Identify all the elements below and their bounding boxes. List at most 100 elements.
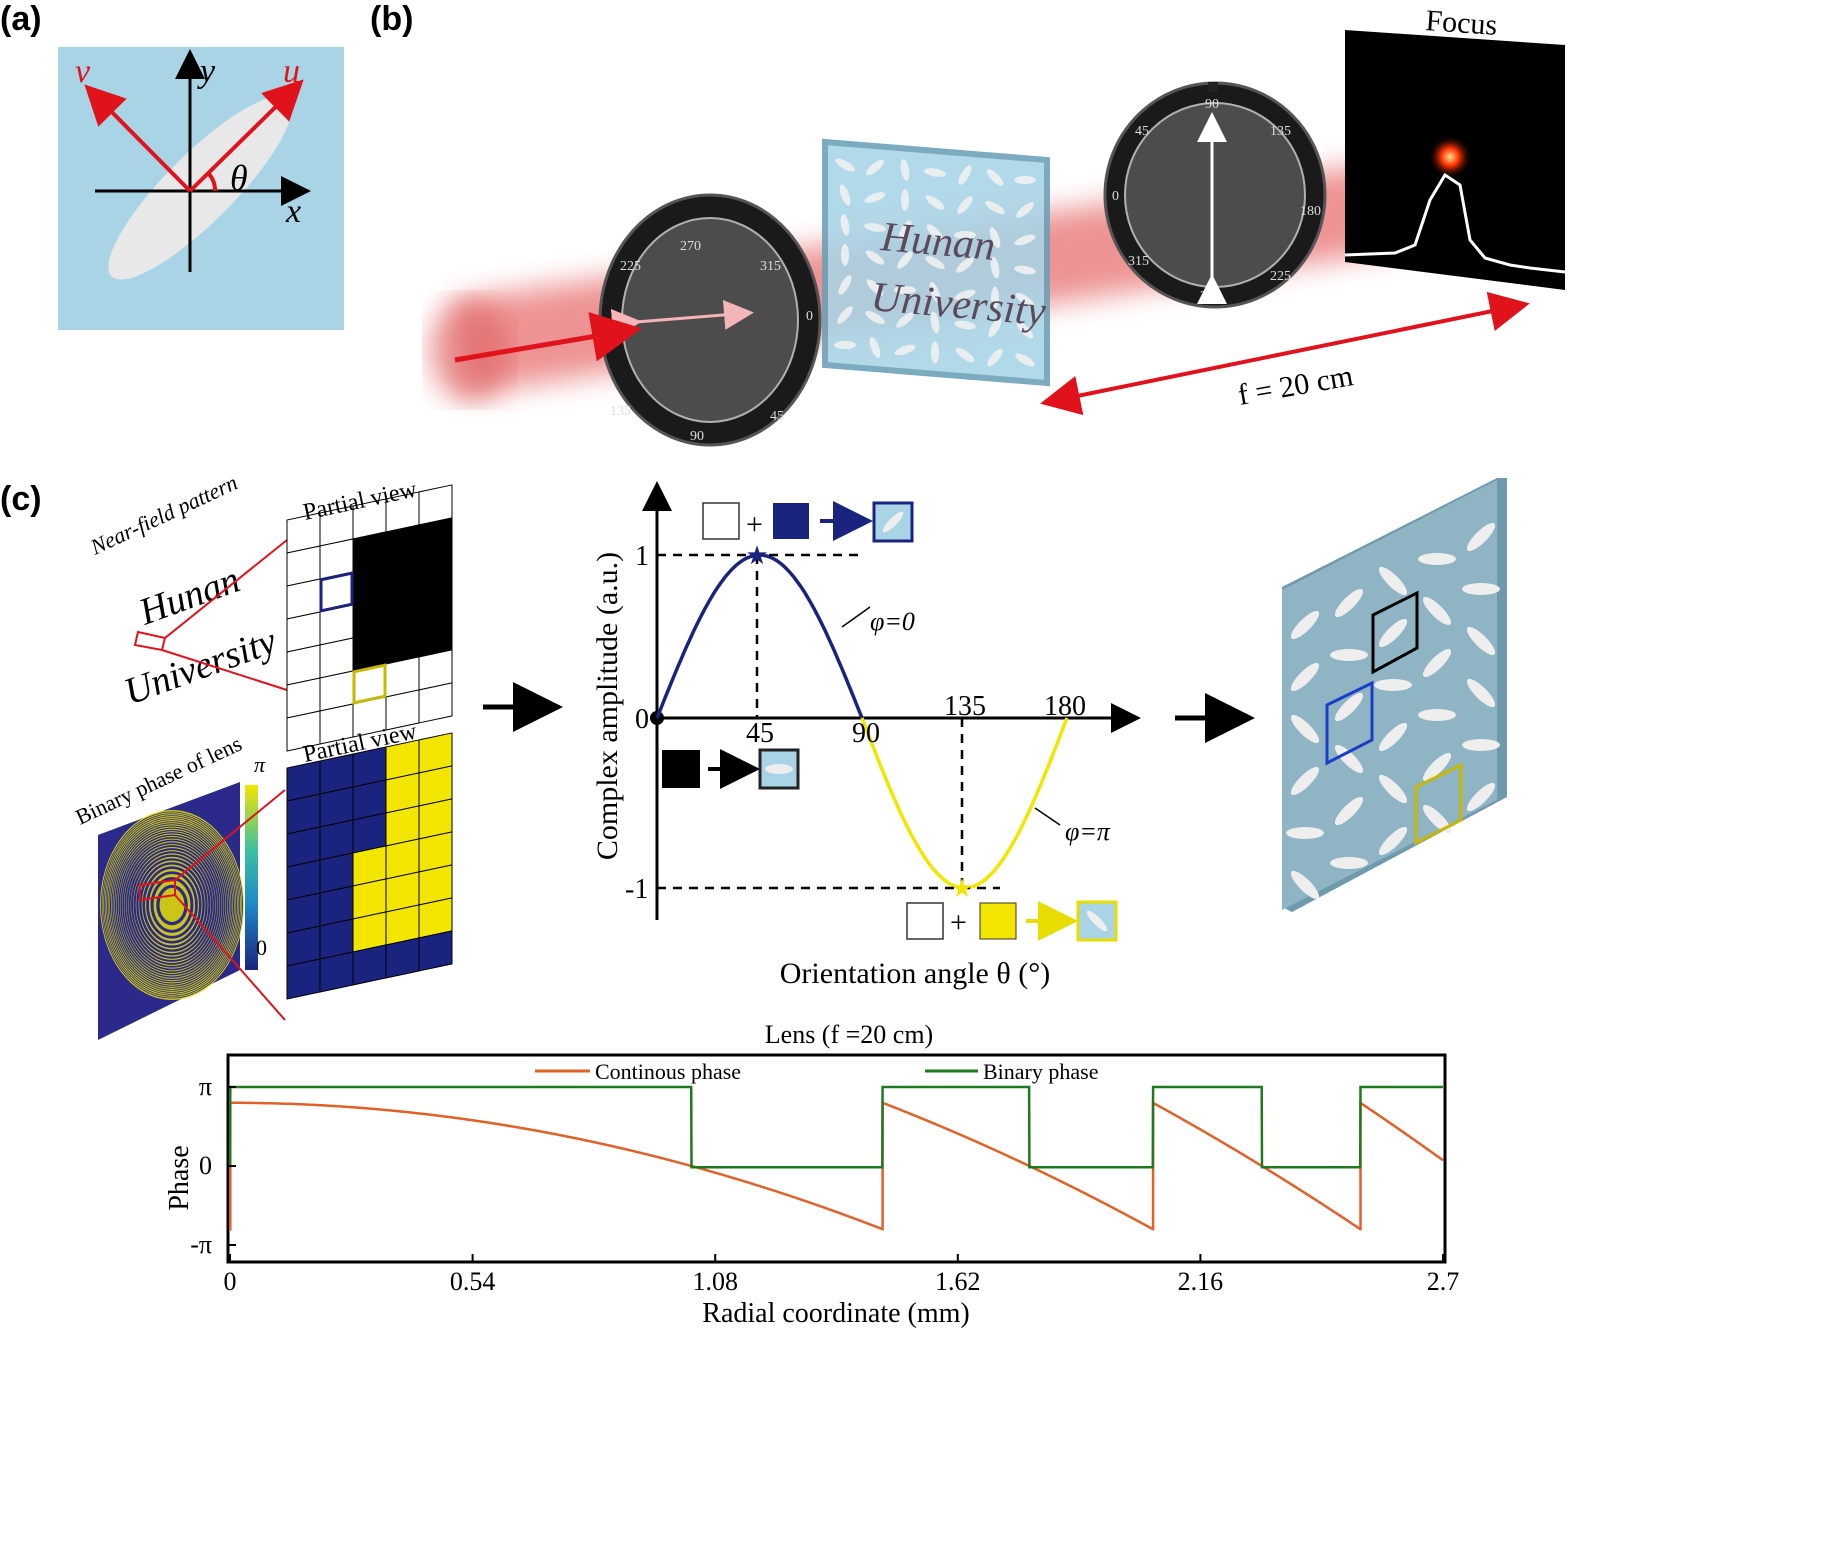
board-brick: [954, 231, 976, 239]
lens-ring: [150, 877, 194, 933]
grid-highlight-blue: [319, 571, 354, 613]
chart-xtick-label: 1.62: [935, 1267, 981, 1296]
board-text-hunan: Hunan: [878, 214, 997, 270]
lens-ring: [133, 854, 211, 956]
board-brick: [1014, 234, 1036, 246]
meta-brick: [1290, 662, 1320, 692]
board-brick: [840, 214, 850, 236]
polarizer-dial-1: 270 225 315 180 0 135 45 90: [598, 193, 822, 447]
lens-ring: [156, 884, 188, 926]
meta-face: [1282, 480, 1497, 910]
meta-brick: [1466, 626, 1496, 656]
amp-xtick: 45: [746, 718, 774, 749]
dial1-tick: 315: [760, 259, 781, 274]
brick-45-icon: [882, 511, 904, 533]
amplitude-plot: ★ ★ 1 0 -1 45 90 135 180 Complex amplitu…: [591, 481, 1141, 990]
lens-ring: [124, 842, 220, 968]
lens-ring: [111, 825, 233, 985]
board-brick: [837, 306, 853, 324]
dial2-tick: 270: [1200, 289, 1221, 304]
board-brick: [990, 256, 1000, 279]
lens-ring: [120, 837, 224, 973]
lens-rings: [100, 810, 244, 1000]
board-brick: [866, 159, 884, 176]
metasurface-3d: [1282, 478, 1507, 912]
lens-ring: [106, 819, 238, 991]
lens-ring: [142, 866, 202, 944]
board-brick: [924, 168, 946, 177]
grid-cell: [352, 944, 387, 986]
dial2-tick: 225: [1270, 269, 1291, 284]
zoom-line: [174, 789, 286, 881]
chart-xtick-label: 2.7: [1427, 1267, 1460, 1296]
polarization-arrow-horizontal: [610, 299, 754, 339]
dial1-tick: 90: [690, 429, 704, 444]
board-brick: [986, 169, 1004, 186]
phi0-label: φ=0: [870, 607, 915, 636]
cell-45deg-icon: [872, 501, 914, 543]
grid-cell: [319, 951, 354, 993]
zoom-line: [174, 894, 286, 1021]
board-brick: [985, 201, 1005, 214]
amp-xtick: 90: [852, 718, 880, 749]
board-brick: [894, 286, 916, 294]
board-brick: [958, 165, 972, 185]
board-brick: [956, 257, 974, 273]
dial2-tick: 135: [1270, 124, 1291, 139]
board-nanobricks: [834, 158, 1036, 367]
grid-cell: [286, 958, 321, 1000]
meta-brick: [1422, 752, 1452, 782]
board-brick: [987, 348, 1003, 367]
panel-c-left: Near-field pattern Hunan University Part…: [72, 470, 563, 1040]
amp-xlabel: Orientation angle θ (°): [780, 957, 1050, 990]
chart-xtick-label: 2.16: [1178, 1267, 1224, 1296]
meta-brick: [1378, 566, 1408, 596]
meta-brick: [1462, 739, 1500, 751]
meta-brick: [1418, 709, 1456, 721]
meta-brick: [1330, 857, 1368, 869]
chart-ylabel: Phase: [164, 1145, 195, 1210]
chart-ytick: π: [199, 1072, 212, 1101]
lens-ring: [116, 832, 228, 978]
chart-ytick: -π: [190, 1230, 212, 1259]
white-pixel-icon: [702, 502, 740, 540]
dial1-tick: 225: [620, 259, 641, 274]
binary-phase-line: [228, 1085, 1443, 1169]
board-brick: [926, 224, 944, 241]
chart-xtick-label: 0.54: [450, 1267, 496, 1296]
partial-view-grid-top: [286, 484, 453, 752]
meta-brick: [1290, 766, 1320, 796]
angle-arc: [206, 171, 217, 192]
dial1-tick: 0: [806, 309, 813, 324]
meta-brick: [1334, 588, 1364, 618]
board-brick: [1015, 353, 1035, 367]
u-label: u: [283, 53, 300, 90]
near-field-title: Near-field pattern: [86, 470, 242, 560]
board-brick: [896, 312, 914, 328]
grid-cell: [418, 930, 453, 972]
metasurface-board: Hunan University: [822, 138, 1050, 387]
amp-ytick: 1: [635, 541, 649, 572]
board-brick: [839, 184, 851, 206]
lens-ring: [114, 829, 230, 981]
meta-brick: [1290, 870, 1320, 900]
meta-brick: [1422, 804, 1452, 834]
lens-ring: [105, 817, 239, 993]
board-brick: [865, 311, 885, 324]
lens-phase-chart: Lens (f =20 cm) Continous phase Binary p…: [164, 1020, 1459, 1329]
chart-xtick-label: 0: [224, 1267, 237, 1296]
lens-ring: [113, 827, 231, 983]
meta-brick: [1466, 782, 1496, 812]
board-brick: [989, 227, 1001, 248]
meta-brick: [1330, 649, 1368, 661]
focal-distance-label: f = 20 cm: [1235, 359, 1355, 412]
meta-brick: [1422, 596, 1452, 626]
meta-brick: [1466, 522, 1496, 552]
meta-brick: [1378, 618, 1408, 648]
meta-brick: [1290, 610, 1320, 640]
v-label: v: [75, 53, 91, 90]
input-beam-arrow: [454, 312, 642, 363]
board-brick: [988, 317, 1002, 338]
board-brick: [838, 275, 852, 295]
